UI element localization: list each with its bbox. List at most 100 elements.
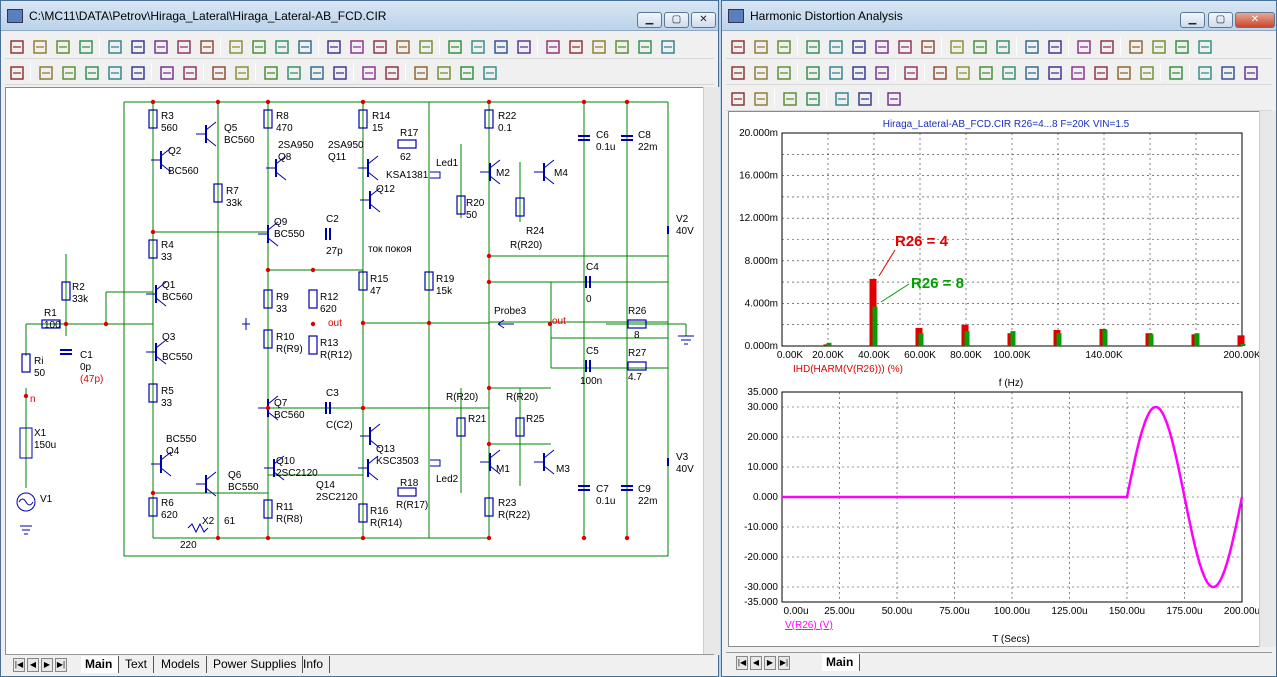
schematic-row2-tool-15-icon[interactable] bbox=[359, 63, 377, 81]
transistor-M2[interactable] bbox=[480, 159, 501, 185]
schematic-row1-tool-3-icon[interactable] bbox=[53, 37, 71, 55]
analysis-row1-tool-9-icon[interactable] bbox=[918, 37, 936, 55]
transistor-Q8[interactable] bbox=[266, 155, 287, 181]
analysis-plot-area[interactable]: Hiraga_Lateral-AB_FCD.CIR R26=4...8 F=20… bbox=[728, 111, 1260, 647]
analysis-row3-tool-3-icon[interactable] bbox=[780, 89, 798, 107]
last-page-icon[interactable]: ▶| bbox=[778, 656, 790, 670]
analysis-row2-tool-14-icon[interactable] bbox=[1045, 63, 1063, 81]
minimize-icon[interactable]: ▁ bbox=[1180, 12, 1205, 28]
analysis-row1-tool-6-icon[interactable] bbox=[849, 37, 867, 55]
analysis-row2-tool-10-icon[interactable] bbox=[953, 63, 971, 81]
schematic-row2-tool-18-icon[interactable] bbox=[434, 63, 452, 81]
analysis-row2-tool-16-icon[interactable] bbox=[1091, 63, 1109, 81]
schematic-row2-tool-19-icon[interactable] bbox=[457, 63, 475, 81]
transistor-Q9[interactable] bbox=[258, 221, 279, 247]
analysis-row1-tool-14-icon[interactable] bbox=[1045, 37, 1063, 55]
analysis-vertical-scrollbar[interactable] bbox=[1259, 111, 1276, 647]
resistor-R13[interactable] bbox=[308, 335, 318, 355]
schematic-row2-tool-1-icon[interactable] bbox=[7, 63, 25, 81]
schematic-row1-tool-7-icon[interactable] bbox=[151, 37, 169, 55]
schematic-row1-tool-21-icon[interactable] bbox=[491, 37, 509, 55]
tab-power-supplies[interactable]: Power Supplies bbox=[209, 656, 304, 673]
analysis-plots[interactable]: Hiraga_Lateral-AB_FCD.CIR R26=4...8 F=20… bbox=[729, 112, 1259, 646]
schematic-row2-tool-12-icon[interactable] bbox=[284, 63, 302, 81]
analysis-row3-tool-5-icon[interactable] bbox=[832, 89, 850, 107]
voltage-source-V1[interactable] bbox=[16, 492, 36, 512]
schematic-row1-tool-22-icon[interactable] bbox=[514, 37, 532, 55]
analysis-row2-tool-15-icon[interactable] bbox=[1068, 63, 1086, 81]
transistor-Q4[interactable] bbox=[151, 451, 172, 477]
schematic-titlebar[interactable]: C:\MC11\DATA\Petrov\Hiraga_Lateral\Hirag… bbox=[1, 1, 718, 31]
probe-icon[interactable] bbox=[497, 319, 514, 329]
resistor-R9[interactable] bbox=[263, 289, 273, 309]
transistor-Q13[interactable] bbox=[360, 423, 381, 449]
resistor-R18[interactable] bbox=[397, 487, 417, 497]
transistor-Q12[interactable] bbox=[360, 187, 381, 213]
resistor-R15[interactable] bbox=[358, 271, 368, 291]
schematic-row1-tool-4-icon[interactable] bbox=[76, 37, 94, 55]
analysis-row1-tool-17-icon[interactable] bbox=[1126, 37, 1144, 55]
analysis-row2-tool-1-icon[interactable] bbox=[728, 63, 746, 81]
analysis-row2-tool-13-icon[interactable] bbox=[1022, 63, 1040, 81]
schematic-row2-tool-6-icon[interactable] bbox=[128, 63, 146, 81]
resistor-R23[interactable] bbox=[484, 497, 494, 517]
schematic-row1-tool-14-icon[interactable] bbox=[324, 37, 342, 55]
next-page-icon[interactable]: ▶ bbox=[41, 658, 53, 672]
resistor-Ri[interactable] bbox=[21, 353, 31, 373]
analysis-row3-tool-2-icon[interactable] bbox=[751, 89, 769, 107]
schematic-row1-tool-26-icon[interactable] bbox=[612, 37, 630, 55]
schematic-row1-tool-1-icon[interactable] bbox=[7, 37, 25, 55]
tab-text[interactable]: Text bbox=[121, 656, 155, 673]
resistor-R7[interactable] bbox=[213, 183, 223, 203]
schematic-row2-tool-20-icon[interactable] bbox=[480, 63, 498, 81]
transistor-Q11[interactable] bbox=[358, 155, 379, 181]
schematic-row1-tool-11-icon[interactable] bbox=[249, 37, 267, 55]
analysis-row1-tool-18-icon[interactable] bbox=[1149, 37, 1167, 55]
resistor-R24[interactable] bbox=[515, 197, 525, 217]
resistor-R4[interactable] bbox=[148, 239, 158, 259]
schematic-row2-tool-7-icon[interactable] bbox=[157, 63, 175, 81]
schematic-row1-tool-15-icon[interactable] bbox=[347, 37, 365, 55]
schematic-row2-tool-3-icon[interactable] bbox=[59, 63, 77, 81]
transistor-Q2[interactable] bbox=[151, 147, 172, 173]
transistor-Q1[interactable] bbox=[146, 281, 167, 307]
transistor-M3[interactable] bbox=[534, 449, 555, 475]
schematic-row1-tool-24-icon[interactable] bbox=[566, 37, 584, 55]
tab-main[interactable]: Main bbox=[81, 656, 120, 673]
analysis-row2-tool-12-icon[interactable] bbox=[999, 63, 1017, 81]
analysis-row1-tool-15-icon[interactable] bbox=[1074, 37, 1092, 55]
resistor-R19[interactable] bbox=[424, 271, 434, 291]
schematic-row2-tool-17-icon[interactable] bbox=[411, 63, 429, 81]
prev-page-icon[interactable]: ◀ bbox=[750, 656, 762, 670]
transistor-Q14[interactable] bbox=[358, 455, 379, 481]
analysis-row1-tool-5-icon[interactable] bbox=[826, 37, 844, 55]
transistor-Q3[interactable] bbox=[146, 339, 167, 365]
analysis-row1-tool-1-icon[interactable] bbox=[728, 37, 746, 55]
analysis-row3-tool-7-icon[interactable] bbox=[884, 89, 902, 107]
analysis-row2-tool-11-icon[interactable] bbox=[976, 63, 994, 81]
resistor-R14[interactable] bbox=[358, 109, 368, 129]
analysis-row1-tool-19-icon[interactable] bbox=[1172, 37, 1190, 55]
resistor-R6[interactable] bbox=[148, 497, 158, 517]
analysis-row3-tool-1-icon[interactable] bbox=[728, 89, 746, 107]
close-icon[interactable]: ✕ bbox=[691, 12, 716, 28]
schematic-row1-tool-20-icon[interactable] bbox=[468, 37, 486, 55]
schematic-row2-tool-4-icon[interactable] bbox=[82, 63, 100, 81]
analysis-row2-tool-18-icon[interactable] bbox=[1137, 63, 1155, 81]
schematic-row2-tool-14-icon[interactable] bbox=[330, 63, 348, 81]
transistor-Q10[interactable] bbox=[264, 455, 285, 481]
schematic-row2-tool-13-icon[interactable] bbox=[307, 63, 325, 81]
analysis-row1-tool-20-icon[interactable] bbox=[1195, 37, 1213, 55]
first-page-icon[interactable]: |◀ bbox=[736, 656, 748, 670]
schematic-row1-tool-18-icon[interactable] bbox=[416, 37, 434, 55]
schematic-row1-tool-9-icon[interactable] bbox=[197, 37, 215, 55]
analysis-row1-tool-3-icon[interactable] bbox=[774, 37, 792, 55]
resistor-R5[interactable] bbox=[148, 383, 158, 403]
analysis-row2-tool-20-icon[interactable] bbox=[1195, 63, 1213, 81]
analysis-row1-tool-7-icon[interactable] bbox=[872, 37, 890, 55]
tab-main[interactable]: Main bbox=[822, 654, 861, 671]
resistor-R8[interactable] bbox=[263, 109, 273, 129]
schematic-vertical-scrollbar[interactable] bbox=[703, 87, 720, 655]
maximize-icon[interactable]: ▢ bbox=[1208, 12, 1233, 28]
